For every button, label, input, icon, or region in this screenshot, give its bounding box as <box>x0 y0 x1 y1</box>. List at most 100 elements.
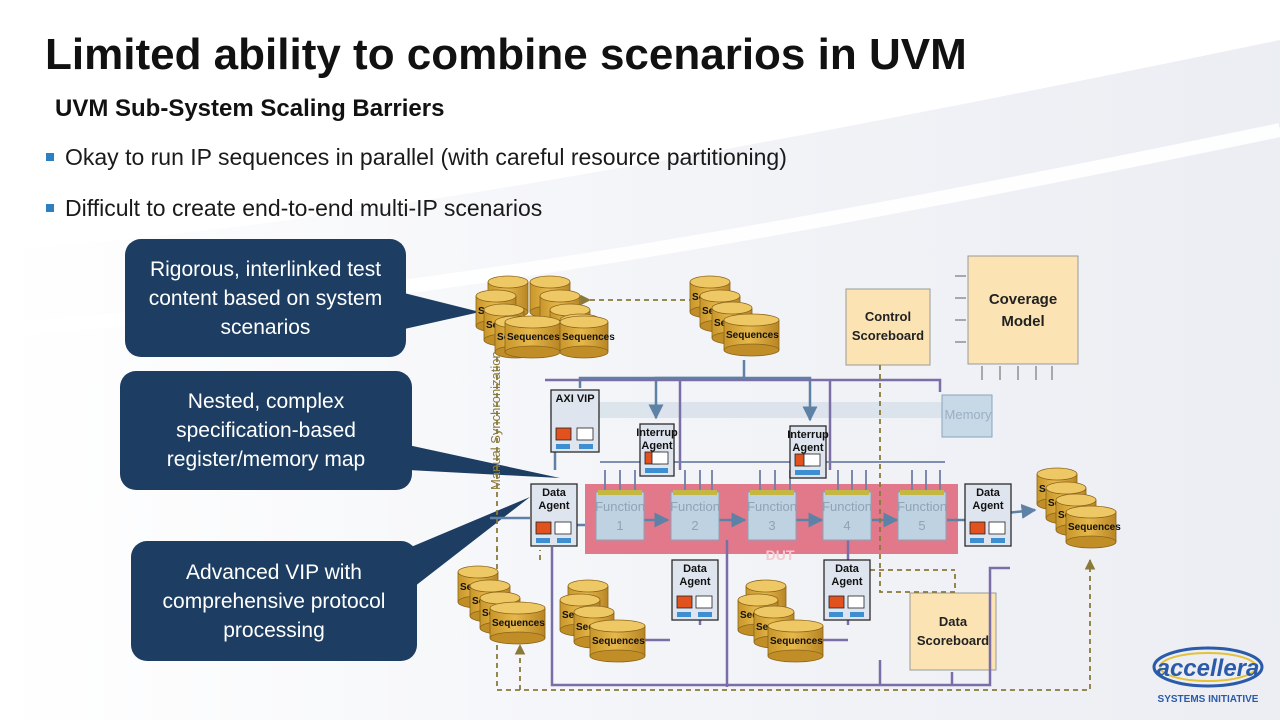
agent-monitor <box>988 521 1006 535</box>
function-port-strip <box>900 490 944 495</box>
data-scoreboard-label: Scoreboard <box>917 633 989 648</box>
logo-tagline: SYSTEMS INITIATIVE <box>1158 694 1259 705</box>
function-number: 3 <box>768 518 775 533</box>
agent-monitor <box>803 453 821 467</box>
agent-label: Agent <box>792 442 824 454</box>
agent-driver <box>969 521 986 535</box>
callout-pointer <box>400 292 480 330</box>
callout-text: Rigorous, interlinked test content based… <box>148 257 383 339</box>
sequence-cylinder: Sequences <box>504 315 561 359</box>
cylinder-top <box>457 565 499 579</box>
control-scoreboard <box>845 288 931 366</box>
agent-label: Data <box>542 487 567 499</box>
agent-frame <box>639 423 675 477</box>
function-box <box>670 491 720 541</box>
bullet-item: Okay to run IP sequences in parallel (wi… <box>46 144 787 171</box>
agent-block: AXI VIP <box>550 389 600 453</box>
cylinder-label: Seq <box>460 582 478 593</box>
function-label: Function <box>822 499 872 514</box>
function-label: Function <box>670 499 720 514</box>
cylinder-top <box>589 619 646 633</box>
bullet-text: Okay to run IP sequences in parallel (wi… <box>65 144 787 170</box>
agent-driver <box>828 595 845 609</box>
cylinder-top <box>529 275 571 289</box>
cylinder-top <box>487 275 529 289</box>
logo-ring <box>1152 646 1264 688</box>
cylinder-label: Sequences <box>492 618 545 629</box>
agent-label: AXI VIP <box>555 393 594 405</box>
cylinder-top <box>469 579 511 593</box>
agent-port <box>991 538 1005 543</box>
cylinder-label: Sequences <box>562 332 615 343</box>
function-block: Function 4 <box>822 490 872 541</box>
agent-monitor <box>695 595 713 609</box>
function-port-strip <box>598 490 642 495</box>
function-port-strip <box>825 490 869 495</box>
slide-title: Limited ability to combine scenarios in … <box>45 30 967 79</box>
sequence-cylinders: SeqSeqSeqSequencesSequencesSeqSeqSeqSequ… <box>457 275 1121 663</box>
agent-port <box>677 612 691 617</box>
agent-label: Agent <box>679 576 711 588</box>
function-number: 4 <box>843 518 850 533</box>
memory-label: Memory <box>945 407 992 422</box>
callout-pointer <box>380 497 530 590</box>
cylinder-top <box>1055 493 1097 507</box>
cylinder-label: Seq <box>576 622 594 633</box>
callout-pointer <box>408 445 560 478</box>
agent-port <box>557 538 571 543</box>
slide-subtitle: UVM Sub-System Scaling Barriers <box>55 95 445 122</box>
agent-label: Interrup <box>787 429 829 441</box>
cylinder-label: Seq <box>714 318 732 329</box>
cylinder-top <box>475 289 517 303</box>
bullet-text: Difficult to create end-to-end multi-IP … <box>65 195 543 221</box>
agent-port <box>970 538 984 543</box>
function-box <box>822 491 872 541</box>
agents: AXI VIPInterrupAgentInterrupAgentDataAge… <box>530 389 1012 621</box>
agent-frame <box>789 425 827 479</box>
agent-port <box>645 468 659 473</box>
cylinder-label: Seq <box>562 610 580 621</box>
control-scoreboard-label: Control <box>865 309 911 324</box>
agent-port <box>795 470 809 475</box>
agent-port <box>579 444 593 449</box>
cylinder-label: Seq <box>740 610 758 621</box>
cylinder-base <box>504 345 561 359</box>
cylinder-top <box>489 601 546 615</box>
callout-text: Advanced VIP with comprehensive protocol… <box>162 560 386 642</box>
cylinder-label: Seq <box>702 306 720 317</box>
memory-block <box>941 394 993 438</box>
agent-monitor <box>554 521 572 535</box>
agent-frame <box>550 389 600 453</box>
sequence-cylinder: Sequences <box>589 619 646 663</box>
logo-ring <box>1159 652 1257 682</box>
cylinder-label: Seq <box>756 622 774 633</box>
function-blocks: Function1Function2Function3Function4Func… <box>595 490 947 541</box>
cylinder-top <box>723 313 780 327</box>
function-number: 5 <box>918 518 925 533</box>
sequence-cylinder: Sequences <box>559 315 615 359</box>
sequence-cylinder: Sequences <box>767 619 824 663</box>
sequence-cylinder: Sequences <box>489 601 546 645</box>
cylinder-top <box>1065 505 1117 519</box>
function-label: Function <box>897 499 947 514</box>
agent-frame <box>671 559 719 621</box>
function-number: 1 <box>616 518 623 533</box>
callout-vip: Advanced VIP with comprehensive protocol… <box>131 541 417 661</box>
cylinder-label: Sequences <box>507 332 560 343</box>
callout-register-map: Nested, complex specification-based regi… <box>120 371 412 490</box>
cylinder-label: Sequences <box>726 330 779 341</box>
callout-test-content: Rigorous, interlinked test content based… <box>125 239 406 357</box>
cylinder-top <box>689 275 731 289</box>
cylinder-label: Sequences <box>592 636 645 647</box>
cylinder-top <box>699 289 741 303</box>
bullet-marker <box>46 152 54 161</box>
cylinder-top <box>745 579 787 593</box>
cylinder-top <box>567 579 609 593</box>
